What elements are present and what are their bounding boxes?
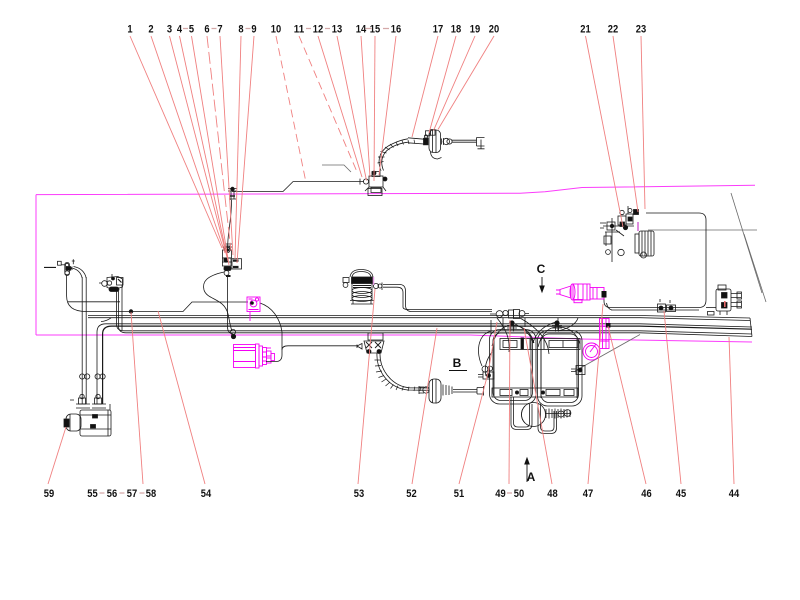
svg-text:B: B [453, 356, 462, 370]
svg-text:53: 53 [354, 488, 364, 500]
svg-text:54: 54 [201, 488, 212, 500]
svg-text:22: 22 [608, 24, 618, 36]
svg-text:1: 1 [127, 24, 132, 36]
svg-text:19: 19 [470, 24, 480, 36]
svg-text:5: 5 [189, 24, 194, 36]
svg-text:58: 58 [146, 488, 156, 500]
svg-text:C: C [537, 262, 546, 276]
svg-text:23: 23 [636, 24, 646, 36]
svg-text:50: 50 [514, 488, 524, 500]
svg-text:8: 8 [238, 24, 243, 36]
svg-text:7: 7 [217, 24, 222, 36]
svg-text:20: 20 [489, 24, 499, 36]
svg-text:2: 2 [148, 24, 153, 36]
svg-text:59: 59 [44, 488, 54, 500]
svg-text:10: 10 [271, 24, 281, 36]
svg-text:45: 45 [676, 488, 686, 500]
svg-text:47: 47 [583, 488, 593, 500]
svg-text:17: 17 [433, 24, 443, 36]
svg-text:18: 18 [451, 24, 461, 36]
svg-text:56: 56 [107, 488, 117, 500]
svg-text:16: 16 [391, 24, 401, 36]
svg-text:49: 49 [495, 488, 505, 500]
svg-text:46: 46 [641, 488, 651, 500]
svg-text:48: 48 [547, 488, 557, 500]
svg-text:51: 51 [454, 488, 464, 500]
svg-text:A: A [527, 470, 536, 484]
svg-text:21: 21 [580, 24, 590, 36]
svg-text:44: 44 [729, 488, 740, 500]
svg-text:3: 3 [167, 24, 172, 36]
svg-text:13: 13 [332, 24, 342, 36]
svg-text:55: 55 [87, 488, 97, 500]
svg-text:52: 52 [406, 488, 416, 500]
svg-text:11: 11 [294, 24, 304, 36]
svg-text:57: 57 [127, 488, 137, 500]
svg-text:6: 6 [204, 24, 209, 36]
svg-text:15: 15 [370, 24, 380, 36]
svg-text:4: 4 [177, 24, 183, 36]
svg-text:9: 9 [251, 24, 256, 36]
svg-text:12: 12 [313, 24, 323, 36]
svg-text:14: 14 [356, 24, 367, 36]
